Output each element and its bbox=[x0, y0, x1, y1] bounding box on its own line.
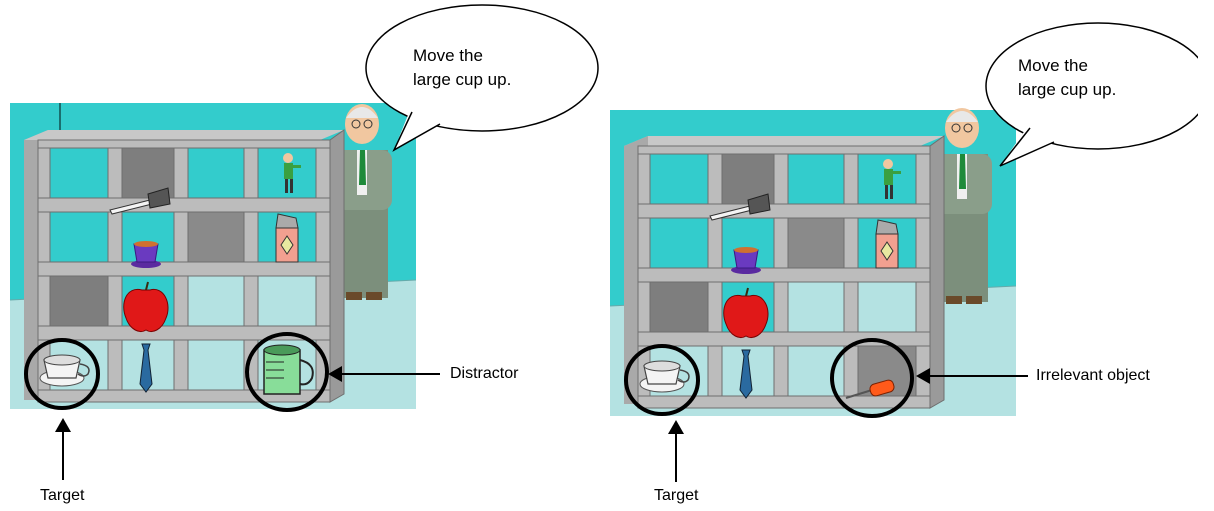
figurine-icon bbox=[883, 159, 901, 199]
distractor-label: Distractor bbox=[450, 365, 519, 382]
target-label: Target bbox=[654, 487, 699, 504]
irrelevant-object-circle bbox=[830, 338, 914, 418]
teacup-icon bbox=[731, 247, 761, 274]
necktie-icon bbox=[739, 349, 753, 399]
speech-line-1: Move the bbox=[413, 46, 483, 65]
seed-packet-icon bbox=[275, 213, 299, 263]
speech-bubble bbox=[365, 4, 599, 152]
large-mug-icon bbox=[263, 344, 314, 395]
seed-packet-icon bbox=[875, 219, 899, 269]
apple-icon bbox=[123, 281, 169, 332]
necktie-icon bbox=[139, 343, 153, 393]
paintbrush-icon bbox=[109, 187, 171, 215]
target-arrow bbox=[668, 420, 684, 482]
speaker-figure bbox=[936, 108, 992, 304]
left-panel: Move the large cup up. Distractor Target bbox=[0, 0, 600, 511]
distractor-circle bbox=[245, 332, 329, 412]
speaker-figure bbox=[336, 104, 392, 300]
figurine-icon bbox=[283, 153, 301, 193]
distractor-arrow bbox=[328, 366, 440, 382]
apple-icon bbox=[723, 287, 769, 338]
screwdriver-icon bbox=[845, 379, 895, 399]
target-circle bbox=[24, 338, 100, 410]
small-cup-icon bbox=[39, 354, 90, 387]
small-cup-icon bbox=[639, 360, 690, 393]
scene-left bbox=[9, 4, 599, 480]
teacup-icon bbox=[131, 241, 161, 268]
irrelevant-object-label: Irrelevant object bbox=[1036, 367, 1150, 384]
speech-text: Move the large cup up. bbox=[413, 44, 511, 92]
target-label: Target bbox=[40, 487, 85, 504]
shelf bbox=[24, 129, 345, 403]
paintbrush-icon bbox=[709, 193, 771, 221]
speech-line-2: large cup up. bbox=[1018, 80, 1117, 99]
target-arrow bbox=[55, 418, 71, 480]
speech-line-2: large cup up. bbox=[413, 70, 512, 89]
scene-right bbox=[609, 22, 1198, 482]
speech-bubble bbox=[985, 22, 1198, 167]
target-circle bbox=[624, 344, 700, 416]
speech-line-1: Move the bbox=[1018, 56, 1088, 75]
speech-text: Move the large cup up. bbox=[1018, 54, 1116, 102]
right-panel: Move the large cup up. Irrelevant object… bbox=[598, 0, 1198, 511]
irrelevant-object-arrow bbox=[916, 368, 1028, 384]
